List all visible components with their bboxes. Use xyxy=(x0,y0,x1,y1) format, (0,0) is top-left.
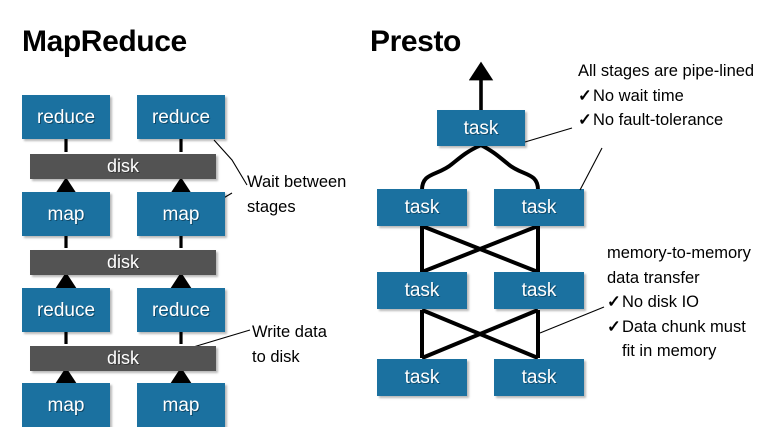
annotation-write-data-to-disk: Write data to disk xyxy=(252,320,327,369)
node-task-row2-right[interactable]: task xyxy=(494,189,584,226)
node-disk-3[interactable]: disk xyxy=(30,346,216,371)
node-map-bottom-left[interactable]: map xyxy=(22,383,110,427)
node-label: map xyxy=(162,394,200,416)
annotation-bullet: ✓No disk IO xyxy=(607,290,751,315)
title-presto: Presto xyxy=(370,25,461,58)
node-label: task xyxy=(521,280,557,301)
annotation-heading-line: data transfer xyxy=(607,268,700,287)
node-map-mid-right[interactable]: map xyxy=(137,192,225,236)
node-map-mid-left[interactable]: map xyxy=(22,192,110,236)
check-icon: ✓ xyxy=(607,293,621,311)
node-task-row2-left[interactable]: task xyxy=(377,189,467,226)
annotation-memory-transfer-note: memory-to-memory data transfer ✓No disk … xyxy=(607,241,751,364)
diagram-canvas: MapReduce Presto xyxy=(22,25,754,427)
annotation-bullet-text: fit in memory xyxy=(622,342,717,360)
node-label: reduce xyxy=(36,106,96,128)
node-disk-2[interactable]: disk xyxy=(30,250,216,275)
node-label: task xyxy=(404,367,440,388)
annotation-line: Write data xyxy=(252,323,327,341)
annotation-pipelined-note: All stages are pipe-lined ✓No wait time … xyxy=(578,59,754,133)
node-reduce-low-right[interactable]: reduce xyxy=(137,288,225,332)
node-label: map xyxy=(47,203,85,225)
node-label: disk xyxy=(106,348,139,368)
node-task-row4-left[interactable]: task xyxy=(377,359,467,396)
node-disk-1[interactable]: disk xyxy=(30,154,216,179)
node-label: reduce xyxy=(151,299,211,321)
node-label: map xyxy=(162,203,200,225)
check-icon: ✓ xyxy=(578,86,592,105)
node-label: reduce xyxy=(36,299,96,321)
annotation-bullet-text: Data chunk must xyxy=(622,317,746,336)
annotation-heading: All stages are pipe-lined xyxy=(578,62,755,80)
node-label: task xyxy=(463,117,499,139)
check-icon: ✓ xyxy=(607,317,621,336)
node-label: task xyxy=(404,280,440,301)
node-task-row3-left[interactable]: task xyxy=(377,272,467,309)
node-task-row4-right[interactable]: task xyxy=(494,359,584,396)
node-label: task xyxy=(404,197,440,218)
node-label: task xyxy=(521,197,557,218)
annotation-heading-line: memory-to-memory xyxy=(607,244,751,262)
annotation-bullet-text: No disk IO xyxy=(622,293,700,311)
annotation-line: Wait between xyxy=(247,173,347,191)
annotation-bullet: ✓No wait time xyxy=(578,84,754,109)
annotation-bullet-text: No fault-tolerance xyxy=(593,111,724,129)
node-label: disk xyxy=(106,252,139,272)
annotation-bullet-continuation: fit in memory xyxy=(607,339,751,364)
annotation-bullet: ✓No fault-tolerance xyxy=(578,108,754,133)
node-label: disk xyxy=(106,156,139,176)
node-label: task xyxy=(521,367,557,388)
check-icon: ✓ xyxy=(578,111,592,129)
node-reduce-low-left[interactable]: reduce xyxy=(22,288,110,332)
annotation-line: stages xyxy=(247,197,296,216)
annotation-wait-between-stages: Wait between stages xyxy=(247,170,346,219)
annotation-line: to disk xyxy=(252,347,300,366)
annotation-bullet-text: No wait time xyxy=(593,86,684,105)
node-task-row3-right[interactable]: task xyxy=(494,272,584,309)
title-mapreduce: MapReduce xyxy=(22,25,187,58)
node-reduce-top-right[interactable]: reduce xyxy=(137,95,225,139)
node-task-top[interactable]: task xyxy=(437,110,525,146)
node-map-bottom-right[interactable]: map xyxy=(137,383,225,427)
node-reduce-top-left[interactable]: reduce xyxy=(22,95,110,139)
annotation-bullet: ✓Data chunk must xyxy=(607,315,751,340)
node-label: map xyxy=(47,394,85,416)
node-label: reduce xyxy=(151,106,211,128)
